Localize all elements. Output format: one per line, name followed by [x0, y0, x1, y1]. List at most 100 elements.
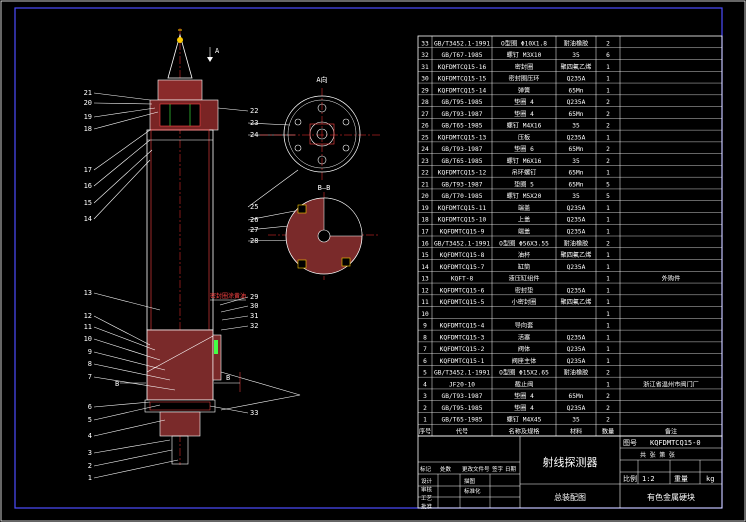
detector-cone [220, 371, 301, 411]
part-number-18: 18 [84, 125, 92, 133]
part-number-22: 22 [250, 107, 258, 115]
bom-cell-code: KQFDMTCQ15-15 [438, 76, 487, 83]
part-number-16: 16 [84, 182, 92, 190]
bom-cell-no: 32 [421, 52, 429, 59]
bom-cell-qty: 2 [606, 240, 610, 247]
bom-cell-qty: 1 [606, 287, 610, 294]
part-number-26: 26 [250, 216, 258, 224]
bom-cell-code: KQFDMTCQ15-9 [440, 229, 485, 236]
part-number-19: 19 [84, 113, 92, 121]
bom-header-qty: 数量 [602, 428, 614, 436]
bom-cell-qty: 1 [606, 170, 610, 177]
part-number-31: 31 [250, 312, 258, 320]
drawing-no-label: 图号 [623, 439, 637, 447]
tb-misc-row: 描图 [464, 477, 476, 485]
bom-cell-name: 导向套 [515, 322, 534, 330]
bom-cell-code: GB/T70-1985 [442, 193, 483, 200]
section-bb-title: B—B [318, 184, 331, 192]
bom-cell-no: 5 [423, 370, 427, 377]
bom-cell-name: 螺钉 M4X16 [507, 122, 542, 130]
bom-cell-name: 弹簧 [518, 86, 530, 94]
bom-cell-qty: 2 [606, 40, 610, 47]
bom-cell-code: KQFDMTCQ15-14 [438, 87, 487, 94]
bom-cell-code: KQFDMTCQ15-12 [438, 170, 487, 177]
bom-cell-name: 螺钉 M6X16 [507, 157, 542, 165]
bom-cell-mat: Q235A [567, 229, 586, 236]
tb-change-col: 标记 [420, 465, 432, 473]
bom-cell-qty: 1 [606, 323, 610, 330]
tb-sign-row: 审核 [421, 486, 433, 494]
bom-cell-no: 18 [421, 217, 429, 224]
bom-cell-qty: 1 [606, 334, 610, 341]
main-section-view [120, 28, 301, 465]
part-number-20: 20 [84, 99, 92, 107]
bom-cell-qty: 1 [606, 346, 610, 353]
bom-cell-mat: 35 [572, 123, 580, 130]
bom-cell-qty: 2 [606, 123, 610, 130]
bom-cell-no: 20 [421, 193, 429, 200]
bom-cell-mat: Q235A [567, 287, 586, 294]
bom-cell-name: 密封垫 [515, 286, 534, 294]
lifting-sling [167, 33, 193, 79]
bom-cell-note: 外购件 [662, 275, 681, 283]
bom-cell-name: 活塞 [518, 333, 530, 341]
section-mark-b-left: B [115, 380, 119, 388]
bom-cell-qty: 1 [606, 252, 610, 259]
bom-cell-name: O型圈 Φ10X1.8 [501, 39, 547, 47]
bom-cell-name: 截止阀 [515, 380, 534, 388]
bom-cell-note: 浙江省温州市阀门厂 [643, 380, 699, 388]
bom-cell-name: 螺钉 M3X10 [507, 51, 542, 59]
bom-cell-no: 19 [421, 205, 429, 212]
bom-cell-code: GB/T65-1985 [442, 123, 483, 130]
bom-cell-name: O型圈 Φ56X3.55 [499, 239, 549, 247]
bom-cell-code: KQFDMTCQ15-11 [438, 205, 487, 212]
bom-cell-qty: 2 [606, 405, 610, 412]
bom-cell-mat: 65Mn [569, 146, 584, 153]
bom-cell-code: GB/T65-1985 [442, 158, 483, 165]
bom-cell-no: 31 [421, 64, 429, 71]
bom-cell-no: 26 [421, 123, 429, 130]
part-number-7: 7 [88, 373, 92, 381]
bom-cell-mat: Q235A [567, 358, 586, 365]
bom-cell-qty: 1 [606, 64, 610, 71]
view-arrow-a: A [215, 47, 220, 55]
part-number-21: 21 [84, 89, 92, 97]
valve-body [146, 329, 214, 401]
bom-cell-mat: Q235A [567, 264, 586, 271]
bom-cell-no: 6 [423, 358, 427, 365]
bom-cell-mat: Q235A [567, 217, 586, 224]
bom-cell-no: 7 [423, 346, 427, 353]
bom-cell-name: 螺钉 M4X45 [507, 416, 542, 424]
part-number-27: 27 [250, 226, 258, 234]
tb-sign-row: 批准 [421, 503, 433, 511]
bom-cell-qty: 2 [606, 158, 610, 165]
bom-cell-no: 14 [421, 264, 429, 271]
bom-cell-name: 垫圈 6 [514, 145, 534, 153]
bom-cell-no: 21 [421, 181, 429, 188]
bom-cell-code: KQFDMTCQ15-2 [440, 346, 485, 353]
bom-cell-no: 4 [423, 381, 427, 388]
bom-cell-name: 上盖 [518, 216, 530, 224]
bom-cell-code: KQFDMTCQ15-10 [438, 217, 487, 224]
weight-unit: kg [706, 475, 714, 483]
bom-cell-qty: 1 [606, 229, 610, 236]
bom-cell-qty: 5 [606, 181, 610, 188]
title-block [417, 435, 723, 509]
section-mark-b-right: B [226, 374, 230, 382]
bom-cell-qty: 1 [606, 264, 610, 271]
tb-change-col: 更改文件号 [462, 465, 490, 473]
bom-cell-qty: 1 [606, 134, 610, 141]
bom-header-name: 名称及规格 [509, 428, 541, 436]
bom-cell-no: 2 [423, 405, 427, 412]
bom-cell-code: GB/T3452.1-1991 [434, 40, 490, 47]
bom-cell-mat: 耐油橡胶 [564, 39, 589, 47]
bom-cell-mat: 65Mn [569, 393, 584, 400]
bom-cell-qty: 6 [606, 52, 610, 59]
bom-cell-mat: Q235A [567, 134, 586, 141]
bom-cell-mat: 聚四氟乙烯 [561, 251, 592, 259]
bom-cell-code: KQFDMTCQ15-13 [438, 134, 487, 141]
lifting-ring [177, 37, 183, 43]
seal-grease-note: 密封圈涂黄油 [210, 292, 246, 300]
part-number-8: 8 [88, 360, 92, 368]
